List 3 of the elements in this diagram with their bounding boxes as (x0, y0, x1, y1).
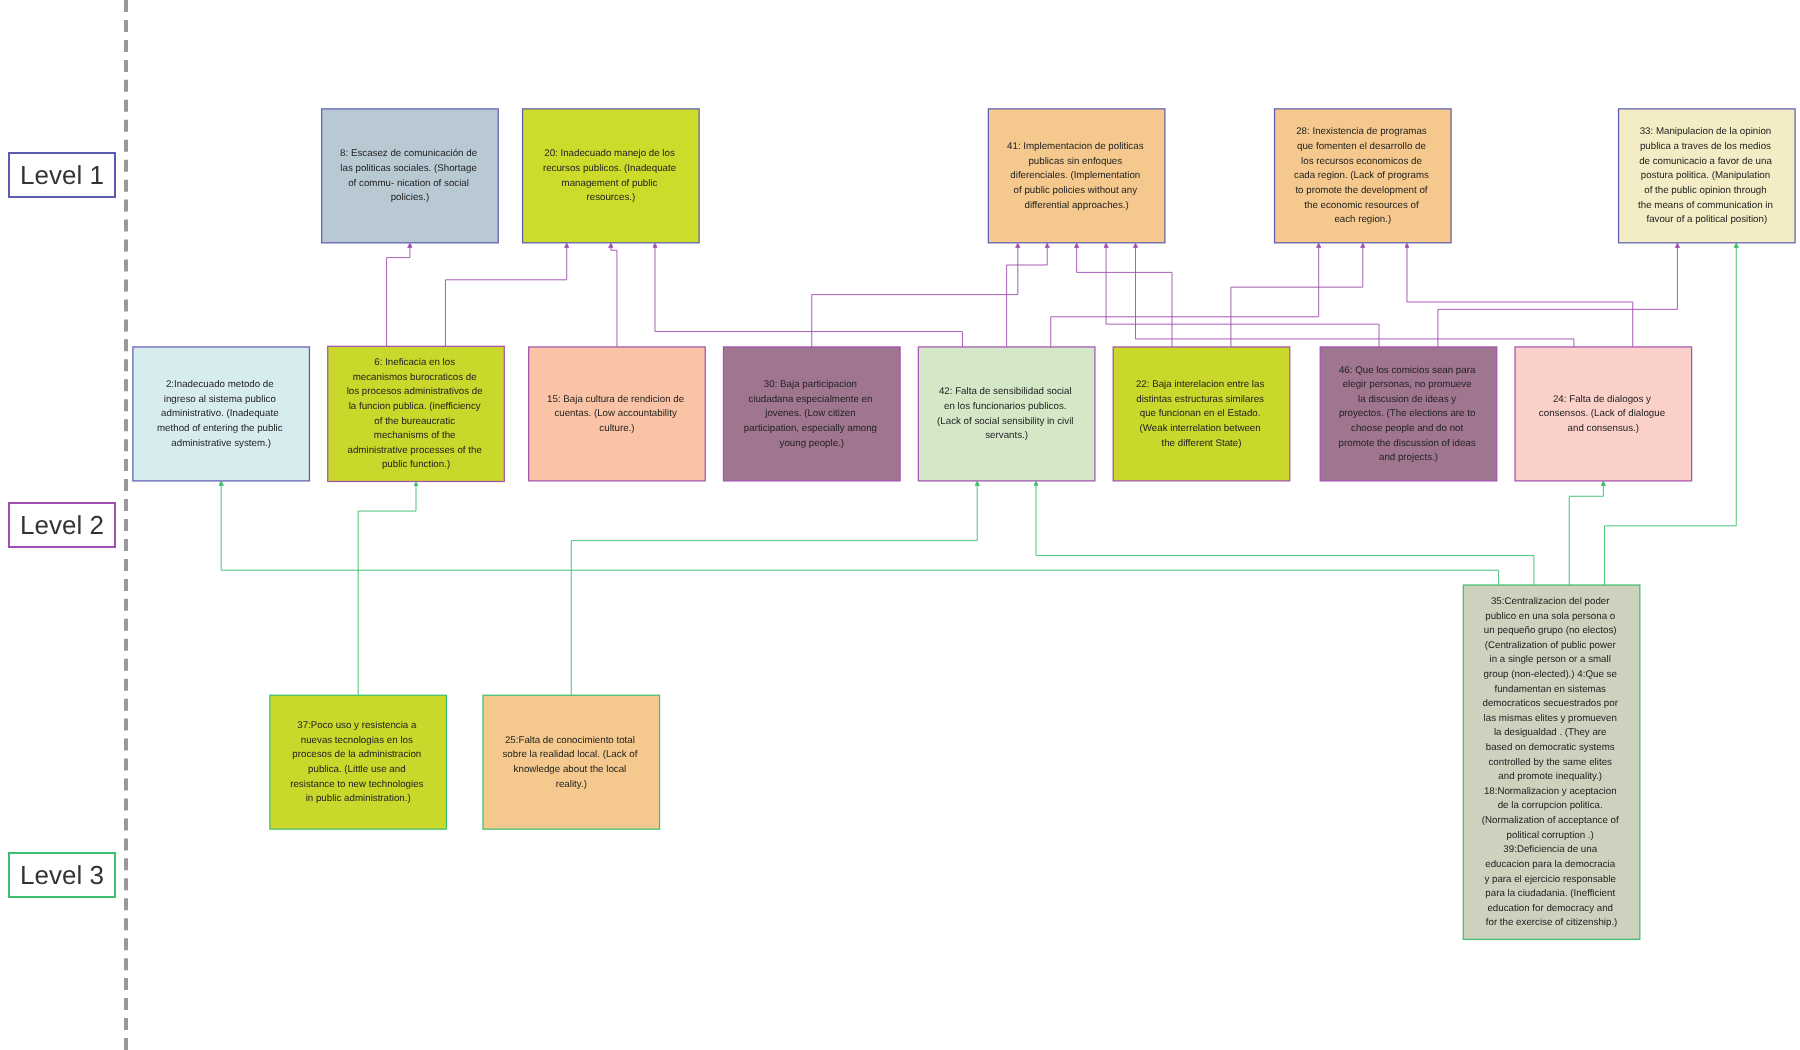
level-label: Level 3 (8, 852, 116, 898)
level-label: Level 1 (8, 152, 116, 198)
level-label: Level 2 (8, 502, 116, 548)
